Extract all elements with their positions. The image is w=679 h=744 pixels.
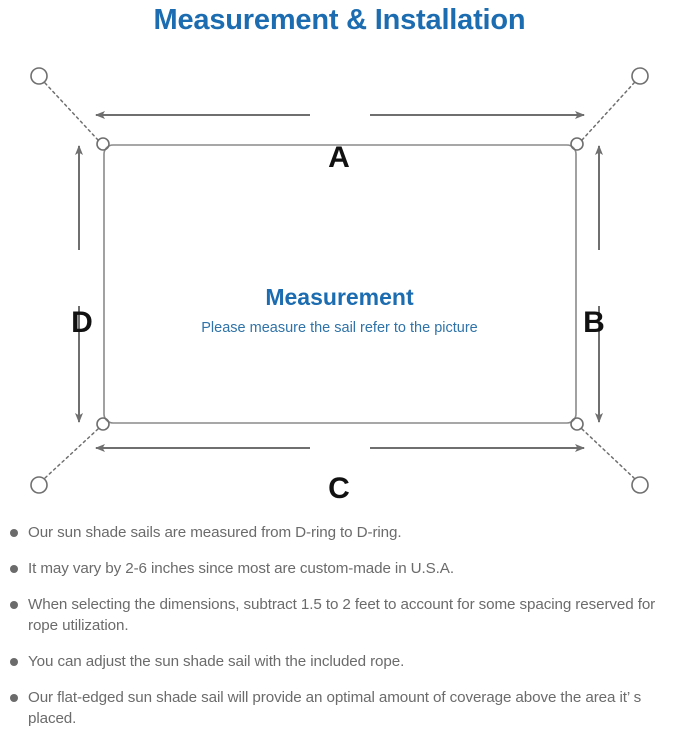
list-item-text: Our sun shade sails are measured from D-…	[28, 524, 402, 541]
bullet-icon	[10, 529, 18, 537]
rope-bottom-right	[581, 428, 635, 479]
list-item: You can adjust the sun shade sail with t…	[0, 651, 679, 672]
diagram-center-subtitle: Please measure the sail refer to the pic…	[201, 320, 478, 336]
list-item: Our sun shade sails are measured from D-…	[0, 522, 679, 543]
list-item-text: Our flat-edged sun shade sail will provi…	[28, 689, 642, 727]
dimension-label-d: D	[71, 306, 93, 339]
notes-list: Our sun shade sails are measured from D-…	[0, 522, 679, 744]
anchor-point-top-right	[631, 67, 649, 85]
anchor-point-bottom-left	[30, 476, 48, 494]
anchor-point-group	[30, 67, 649, 494]
list-item-text: When selecting the dimensions, subtract …	[28, 596, 656, 634]
list-item-text: It may vary by 2-6 inches since most are…	[28, 560, 454, 577]
measurement-diagram: A B C D Measurement Please measure the s…	[0, 44, 679, 514]
bullet-icon	[10, 694, 18, 702]
d-ring-bottom-right	[570, 417, 584, 431]
list-item: When selecting the dimensions, subtract …	[0, 594, 679, 636]
rope-group	[44, 82, 635, 479]
list-item-text: You can adjust the sun shade sail with t…	[28, 653, 405, 670]
page-title: Measurement & Installation	[153, 4, 526, 36]
anchor-point-bottom-right	[631, 476, 649, 494]
rope-top-left	[44, 82, 99, 141]
dimension-label-a: A	[328, 141, 350, 174]
rope-bottom-left	[44, 428, 99, 479]
diagram-center-title: Measurement	[265, 284, 414, 310]
bullet-icon	[10, 658, 18, 666]
measurement-diagram-svg	[30, 67, 649, 494]
dimension-label-c: C	[328, 472, 350, 505]
list-item: Our flat-edged sun shade sail will provi…	[0, 687, 679, 729]
sail-shape	[103, 144, 577, 424]
d-ring-top-left	[96, 137, 110, 151]
d-ring-group	[96, 137, 584, 431]
list-item: It may vary by 2-6 inches since most are…	[0, 558, 679, 579]
d-ring-bottom-left	[96, 417, 110, 431]
d-ring-top-right	[570, 137, 584, 151]
anchor-point-top-left	[30, 67, 48, 85]
bullet-icon	[10, 601, 18, 609]
dimension-label-b: B	[583, 306, 605, 339]
rope-top-right	[581, 82, 635, 141]
bullet-icon	[10, 565, 18, 573]
